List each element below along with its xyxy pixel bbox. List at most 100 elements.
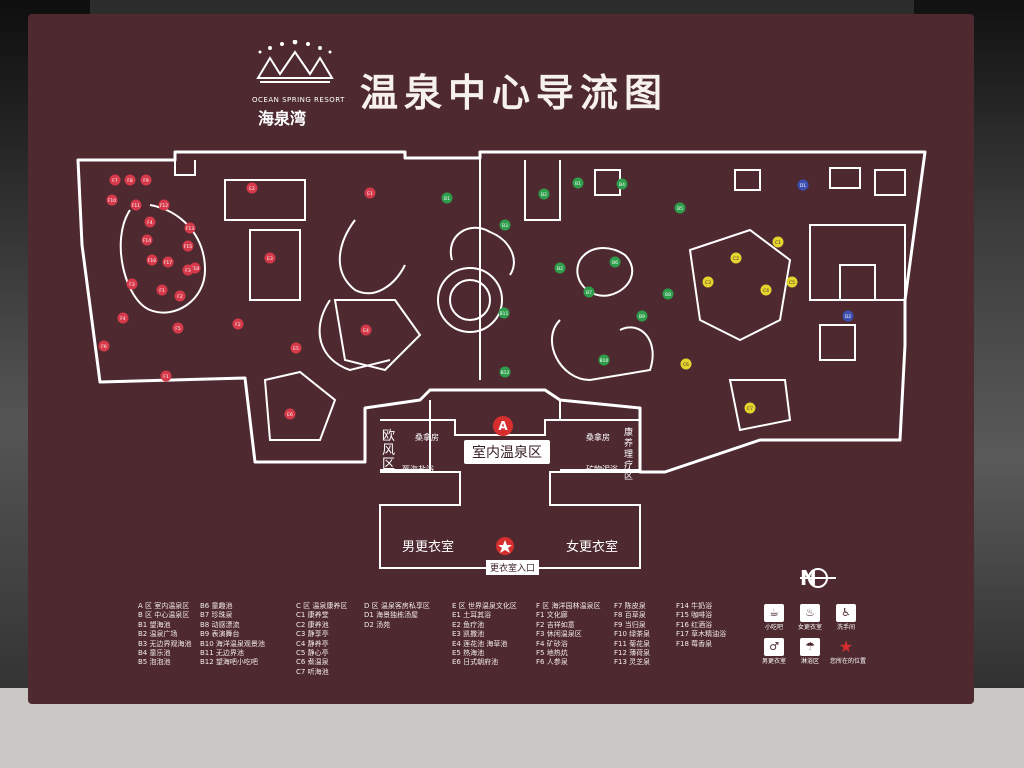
map-marker-label: E5 bbox=[293, 346, 299, 352]
map-marker-label: F18 bbox=[191, 266, 199, 272]
locker-entrance-label: 更衣室入口 bbox=[486, 560, 540, 575]
map-marker bbox=[797, 179, 809, 191]
map-marker-label: C1 bbox=[775, 240, 781, 246]
legend-entry: B 区 中心温泉区 bbox=[138, 611, 190, 620]
sauna-left-label: 桑拿房 bbox=[415, 433, 439, 442]
mens-locker-icon: ♂ bbox=[764, 638, 784, 656]
legend-entry: C7 听海池 bbox=[296, 667, 329, 676]
map-marker-label: F9 bbox=[143, 178, 149, 184]
icon-legend-label: 您所在的位置 bbox=[830, 658, 867, 665]
map-marker bbox=[172, 322, 184, 334]
legend-entry: F10 绿茶泉 bbox=[614, 630, 651, 639]
map-marker-label: C2 bbox=[733, 256, 739, 262]
map-marker-label: F3 bbox=[129, 282, 135, 288]
map-marker-label: B12 bbox=[501, 370, 510, 376]
legend-entry: E1 土耳其浴 bbox=[452, 611, 492, 620]
legend-entry: F16 红酒浴 bbox=[676, 620, 713, 629]
legend-entry: B7 珍珠泉 bbox=[200, 611, 233, 620]
legend-entry: B11 无边界池 bbox=[200, 649, 244, 658]
you-are-here-icon: ★ bbox=[838, 637, 854, 656]
map-marker-label: F4 bbox=[147, 220, 153, 226]
map-marker bbox=[109, 174, 121, 186]
legend-entry: B1 望海池 bbox=[138, 620, 171, 629]
map-marker-label: B6 bbox=[612, 260, 618, 266]
map-marker bbox=[744, 402, 756, 414]
map-marker bbox=[144, 216, 156, 228]
map-marker-label: F7 bbox=[112, 178, 118, 184]
legend-entry: F14 牛奶浴 bbox=[676, 602, 713, 610]
legend-entry: F2 吉祥如意 bbox=[536, 620, 575, 629]
map-marker-label: D1 bbox=[800, 183, 806, 189]
map-marker-label: F10 bbox=[108, 198, 116, 204]
legend-entry: C3 静享亭 bbox=[296, 630, 329, 639]
map-outline bbox=[76, 150, 927, 474]
map-marker-label: C4 bbox=[763, 288, 769, 294]
map-marker-label: B7 bbox=[586, 290, 592, 296]
map-marker bbox=[702, 276, 714, 288]
zone-a-badge: A bbox=[493, 416, 513, 436]
map-marker bbox=[616, 178, 628, 190]
map-marker bbox=[290, 342, 302, 354]
map-marker-label: F3 bbox=[185, 268, 191, 274]
map-marker-label: F8 bbox=[127, 178, 133, 184]
legend-entry: E4 莲花池 海草池 bbox=[452, 639, 508, 648]
map-marker bbox=[182, 264, 194, 276]
map-marker-label: E6 bbox=[287, 412, 293, 418]
map-marker-label: B8 bbox=[665, 292, 671, 298]
map-marker bbox=[141, 234, 153, 246]
map-marker-label: B1 bbox=[575, 181, 581, 187]
indoor-spa-label: 室内温泉区 bbox=[464, 440, 550, 464]
map-marker bbox=[499, 219, 511, 231]
legend-entry: C2 康养池 bbox=[296, 620, 329, 629]
legend-entry: F8 百草泉 bbox=[614, 611, 646, 620]
map-marker bbox=[498, 307, 510, 319]
icon-legend-item: ★ 您所在的位置 bbox=[830, 637, 867, 668]
map-marker bbox=[730, 252, 742, 264]
map-marker bbox=[130, 199, 142, 211]
legend-entry: D1 海景独栋汤屋 bbox=[364, 611, 419, 620]
legend-entry: E2 鱼疗池 bbox=[452, 620, 485, 629]
legend-entry: F12 薄荷泉 bbox=[614, 649, 651, 658]
map-marker-label: B4 bbox=[619, 182, 625, 188]
map-marker bbox=[124, 174, 136, 186]
map-marker bbox=[106, 194, 118, 206]
map-marker-label: F14 bbox=[143, 238, 151, 244]
compass-icon bbox=[800, 568, 836, 588]
map-marker bbox=[786, 276, 798, 288]
toilet-icon: ♿ bbox=[836, 604, 856, 622]
map-marker bbox=[140, 174, 152, 186]
legend-entry: B10 海洋温泉观景池 bbox=[200, 639, 265, 648]
map-marker-label: F12 bbox=[160, 203, 168, 209]
legend-entry: E3 凯撒池 bbox=[452, 630, 485, 639]
legend-entry: F9 当归泉 bbox=[614, 620, 646, 629]
map-marker-label: B5 bbox=[677, 206, 683, 212]
legend-entry: F13 灵芝泉 bbox=[614, 658, 651, 667]
map-marker-label: C3 bbox=[705, 280, 711, 286]
legend-entry: F15 咖啡浴 bbox=[676, 611, 713, 620]
map-marker bbox=[662, 288, 674, 300]
icon-legend-item: ☕小吃吧 bbox=[758, 604, 790, 634]
logo-name-en: OCEAN SPRING RESORT bbox=[252, 96, 345, 104]
map-marker bbox=[680, 358, 692, 370]
map-marker bbox=[499, 366, 511, 378]
legend-entry: D2 汤苑 bbox=[364, 620, 391, 629]
map-title: 温泉中心导流图 bbox=[360, 71, 669, 115]
map-marker-label: B10 bbox=[600, 358, 609, 364]
map-marker bbox=[156, 284, 168, 296]
map-marker bbox=[572, 177, 584, 189]
legend-entry: E 区 世界温泉文化区 bbox=[452, 602, 517, 610]
map-marker bbox=[772, 236, 784, 248]
you-are-here-marker bbox=[496, 537, 514, 555]
logo-name-cn: 海泉湾 bbox=[258, 109, 307, 128]
legend-entry: C5 静心亭 bbox=[296, 649, 329, 658]
map-marker-label: B9 bbox=[639, 314, 645, 320]
central-pool bbox=[437, 267, 504, 333]
legend-entry: C6 煮温泉 bbox=[296, 658, 329, 667]
map-marker bbox=[126, 278, 138, 290]
map-marker bbox=[760, 284, 772, 296]
icon-legend-item: ♂男更衣室 bbox=[758, 638, 790, 668]
